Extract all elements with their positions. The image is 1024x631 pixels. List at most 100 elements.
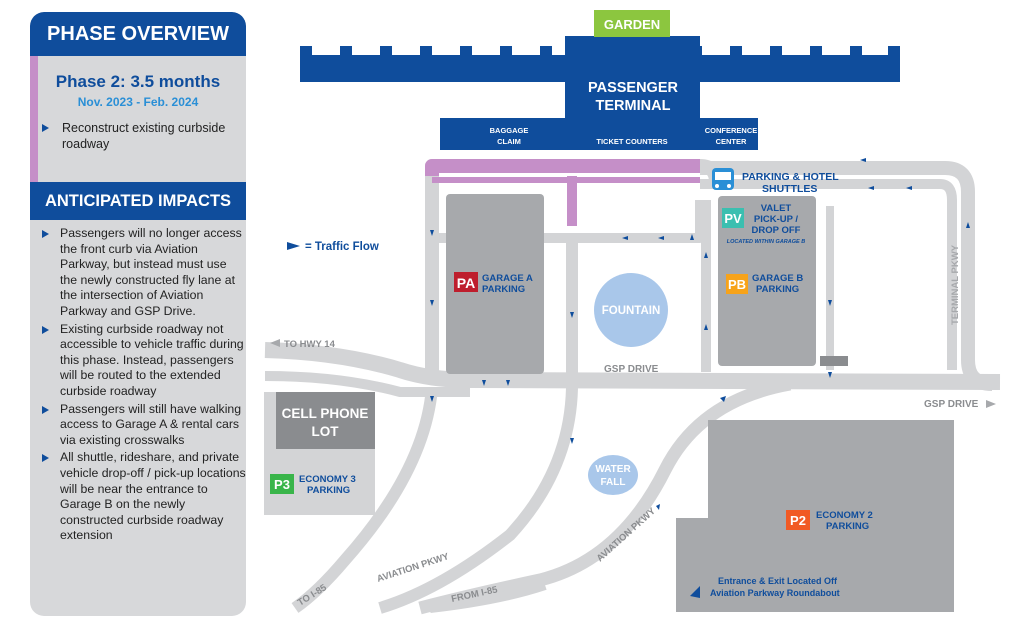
traffic-arrow-icon: [966, 222, 970, 228]
garage-b-label-1: GARAGE B: [752, 273, 803, 284]
baggage-label-1: BAGGAGE: [490, 126, 529, 135]
passenger-terminal: [300, 36, 900, 150]
ticket-counters-label: TICKET COUNTERS: [596, 137, 667, 146]
shuttles-label-2: SHUTTLES: [762, 183, 817, 195]
road-aviation-east: [418, 377, 792, 615]
impact-item: Passengers will still have walking acces…: [40, 402, 246, 449]
traffic-arrow-icon: [430, 230, 434, 236]
impact-item: All shuttle, rideshare, and private vehi…: [40, 450, 246, 544]
traffic-arrow-icon: [828, 300, 832, 306]
gsp-drive-label: GSP DRIVE: [604, 364, 659, 375]
bullet-arrow-icon: [42, 405, 49, 414]
traffic-arrow-icon: [720, 396, 726, 402]
shuttles-label-1: PARKING & HOTEL: [742, 171, 839, 183]
impact-text: All shuttle, rideshare, and private vehi…: [60, 450, 246, 543]
valet-label-3: DROP OFF: [752, 225, 801, 236]
baggage-label-2: CLAIM: [497, 137, 521, 146]
traffic-flow-legend: = Traffic Flow: [305, 241, 379, 253]
traffic-arrow-icon: [570, 312, 574, 318]
cell-lot-label-2: LOT: [312, 424, 340, 439]
traffic-arrow-icon: [906, 186, 912, 190]
impacts-list: Passengers will no longer access the fro…: [40, 226, 246, 546]
to-hwy14-arrow-icon: [270, 339, 280, 347]
waterfall-label-2: FALL: [601, 477, 626, 488]
traffic-arrow-icon: [828, 372, 832, 378]
pv-badge: PV: [724, 211, 742, 226]
impacts-header: ANTICIPATED IMPACTS: [30, 182, 246, 220]
waterfall-label-1: WATER: [595, 464, 631, 475]
traffic-arrow-icon: [690, 234, 694, 240]
p3-label-1: ECONOMY 3: [299, 474, 356, 485]
pa-badge: PA: [457, 275, 475, 291]
traffic-arrow-icon: [658, 236, 664, 240]
terminal-label-1: PASSENGER: [588, 80, 679, 96]
pv-badge-bg: [722, 208, 744, 228]
phase-bullet-text: Reconstruct existing curbside roadway: [62, 121, 226, 151]
traffic-arrow-icon: [656, 504, 660, 510]
impact-text: Existing curbside roadway not accessible…: [60, 321, 244, 398]
curb-purple-path: [425, 159, 700, 176]
pb-badge: PB: [728, 277, 746, 292]
garage-b: [718, 196, 816, 366]
road-to-hwy14: [264, 371, 470, 397]
traffic-arrow-icon: [482, 380, 486, 386]
info-panel: PHASE OVERVIEW Phase 2: 3.5 months Nov. …: [30, 12, 246, 616]
phase-overview-header: PHASE OVERVIEW: [30, 12, 246, 56]
conference-label-1: CONFERENCE: [705, 126, 758, 135]
entrance-label-2: Aviation Parkway Roundabout: [710, 588, 840, 598]
traffic-arrow-icon: [704, 324, 708, 330]
conference-label-2: CENTER: [716, 137, 747, 146]
terminal-label-2: TERMINAL: [596, 98, 671, 114]
traffic-arrow-icon: [868, 186, 874, 190]
impact-item: Passengers will no longer access the fro…: [40, 226, 246, 320]
to-hwy14-label: TO HWY 14: [284, 339, 336, 350]
p3-badge-bg: [270, 474, 294, 494]
bullet-arrow-icon: [42, 325, 49, 334]
p2-label-2: PARKING: [826, 521, 869, 532]
economy-2-lot: [676, 420, 954, 612]
garden-label: GARDEN: [604, 17, 660, 32]
p3-badge: P3: [274, 477, 290, 492]
fountain: [594, 273, 668, 347]
garage-a-label-1: GARAGE A: [482, 273, 533, 284]
impact-text: Passengers will no longer access the fro…: [60, 226, 242, 318]
cell-lot-label-1: CELL PHONE: [282, 406, 369, 421]
entrance-arrow-icon: [690, 586, 700, 598]
gate-block: [820, 356, 848, 366]
road-gsp-drive: [264, 342, 1001, 390]
phase-title: Phase 2: 3.5 months: [55, 72, 221, 91]
road-aviation-mid: [378, 387, 578, 614]
terminal-pkwy-label: TERMINAL PKWY: [950, 244, 961, 325]
impact-text: Passengers will still have walking acces…: [60, 401, 242, 447]
p2-badge: P2: [790, 513, 806, 528]
bullet-arrow-icon: [42, 454, 49, 463]
aviation-pkwy-east-label: AVIATION PKWY: [595, 505, 659, 564]
p3-label-2: PARKING: [307, 485, 350, 496]
traffic-arrow-icon: [704, 252, 708, 258]
fountain-label: FOUNTAIN: [602, 305, 661, 317]
garage-a-label-2: PARKING: [482, 284, 525, 295]
valet-note: LOCATED WITHIN GARAGE B: [727, 239, 805, 245]
pb-badge-bg: [726, 274, 748, 294]
valet-label-2: PICK-UP /: [754, 214, 799, 225]
valet-label-1: VALET: [761, 203, 792, 214]
gsp-drive-east-label: GSP DRIVE: [924, 399, 979, 410]
traffic-arrows: [430, 158, 970, 510]
gsp-drive-arrow-icon: [986, 400, 996, 408]
bullet-arrow-icon: [42, 124, 49, 132]
impact-item: Existing curbside roadway not accessible…: [40, 322, 246, 400]
waterfall: [588, 455, 638, 495]
traffic-arrow-icon: [430, 396, 434, 402]
traffic-arrow-icon: [570, 438, 574, 444]
bullet-arrow-icon: [42, 230, 49, 238]
entrance-label-1: Entrance & Exit Located Off: [718, 576, 838, 586]
phase-bullet: Reconstruct existing curbside roadway: [42, 120, 242, 152]
garden-block: [594, 10, 670, 37]
traffic-arrow-icon: [622, 236, 628, 240]
road-inner-loop: [700, 179, 957, 370]
curb-reconstruction: [425, 159, 700, 226]
garage-a: [446, 194, 544, 374]
pa-badge-bg: [454, 272, 478, 292]
p2-label-1: ECONOMY 2: [816, 510, 873, 521]
